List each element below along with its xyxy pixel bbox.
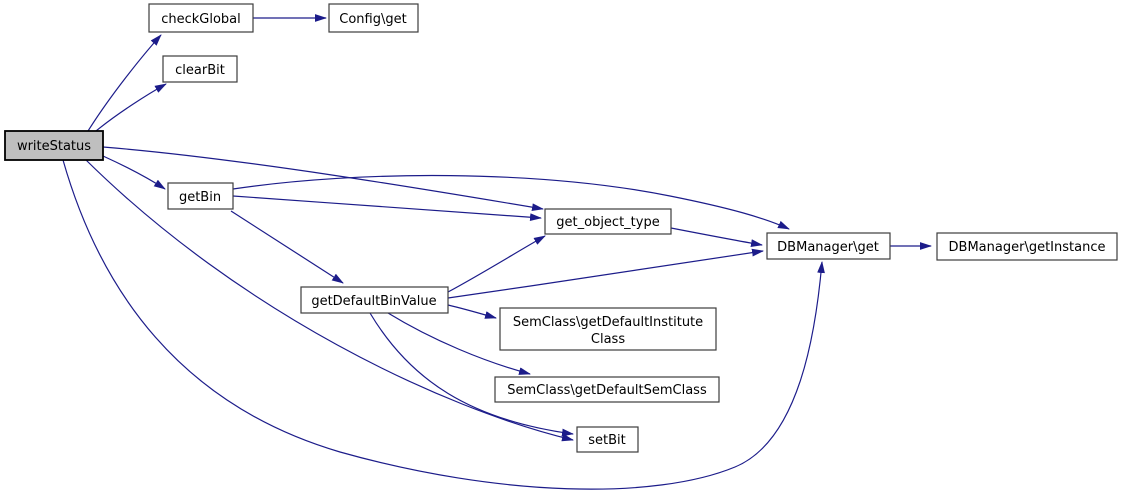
node-semclass-getDefaultSemClass-label: SemClass\getDefaultSemClass (507, 383, 707, 398)
edge-writeStatus-to-checkGlobal (87, 34, 162, 132)
node-getDefaultBinValue[interactable]: getDefaultBinValue (300, 286, 449, 314)
edge-getDefaultBinValue-to-SemClassSemClass (387, 312, 531, 375)
edge-getDefaultBinValue-to-SemClassInstitute (447, 304, 497, 319)
node-get_object_type-label: get_object_type (556, 215, 659, 230)
edge-writeStatus-to-DBManagerGet (62, 159, 825, 490)
edge-writeStatus-to-getBin (102, 155, 166, 190)
edge-get_object_type-to-DBManagerGet (670, 227, 763, 247)
node-checkGlobal[interactable]: checkGlobal (148, 3, 254, 33)
node-writeStatus-label: writeStatus (17, 139, 91, 154)
node-setBit-label: setBit (588, 433, 626, 448)
node-dbmanager-get[interactable]: DBManager\get (766, 232, 891, 260)
node-config-get[interactable]: Config\get (328, 3, 419, 33)
node-getBin[interactable]: getBin (167, 182, 234, 210)
edge-writeStatus-to-clearBit (95, 83, 167, 132)
edge-getBin-to-DBManagerGet (232, 174, 790, 230)
edge-writeStatus-to-setBit (85, 159, 574, 442)
edge-getBin-to-getDefaultBinValue (230, 210, 344, 284)
edge-getBin-to-get_object_type (232, 195, 542, 221)
node-getBin-label: getBin (179, 190, 221, 205)
node-clearBit-label: clearBit (175, 63, 225, 78)
node-checkGlobal-label: checkGlobal (161, 12, 241, 27)
node-dbmanager-get-label: DBManager\get (777, 240, 879, 255)
edge-getDefaultBinValue-to-setBit (369, 312, 574, 437)
node-semclass-getDefaultInstituteClass-label-line1: SemClass\getDefaultInstitute (513, 315, 703, 330)
node-semclass-getDefaultInstituteClass[interactable]: SemClass\getDefaultInstitute Class (499, 307, 717, 351)
edge-writeStatus-to-get_object_type (102, 146, 544, 212)
edge-layer (62, 14, 932, 490)
node-config-get-label: Config\get (339, 12, 406, 27)
node-dbmanager-getInstance-label: DBManager\getInstance (949, 240, 1106, 255)
node-clearBit[interactable]: clearBit (162, 55, 238, 83)
node-writeStatus[interactable]: writeStatus (4, 130, 104, 161)
node-semclass-getDefaultInstituteClass-label-line2: Class (591, 332, 625, 347)
edge-getDefaultBinValue-to-get_object_type (447, 235, 546, 293)
node-getDefaultBinValue-label: getDefaultBinValue (311, 294, 436, 309)
node-layer: writeStatus checkGlobal Config\get clear… (4, 3, 1118, 453)
node-setBit[interactable]: setBit (576, 426, 639, 453)
node-semclass-getDefaultSemClass[interactable]: SemClass\getDefaultSemClass (494, 376, 720, 403)
edge-getDefaultBinValue-to-DBManagerGet (447, 248, 764, 299)
node-dbmanager-getInstance[interactable]: DBManager\getInstance (936, 232, 1118, 261)
node-get_object_type[interactable]: get_object_type (544, 208, 672, 235)
